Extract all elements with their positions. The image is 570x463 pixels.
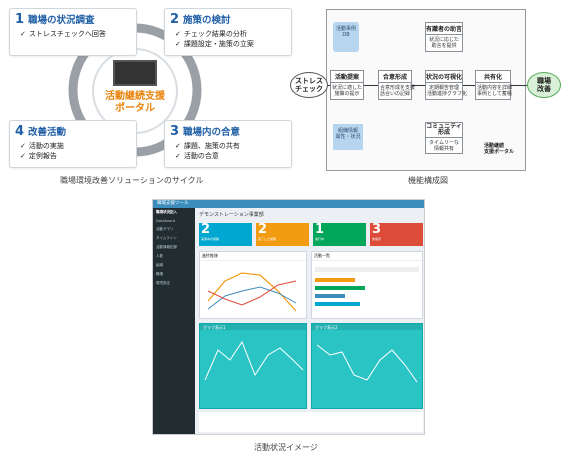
table-row bbox=[315, 294, 345, 298]
box-community: コミュニティ 形成タイムリーな 情報共有 bbox=[425, 122, 463, 154]
step-title: 職場の状況調査 bbox=[28, 15, 95, 26]
step-title: 改善活動 bbox=[28, 127, 67, 138]
page-title: デモンストレーション事業部 bbox=[199, 212, 264, 218]
sidebar-item[interactable]: 職場状況記入 bbox=[156, 210, 177, 214]
table-row bbox=[315, 302, 360, 306]
box-consensus: 合意形成合意形成を支援 話合いの記録 bbox=[378, 70, 416, 100]
step-item: 活動の合意 bbox=[175, 151, 291, 161]
box-body: 合意形成を支援 話合いの記録 bbox=[380, 85, 416, 97]
card-label: 完了した施策 bbox=[258, 237, 277, 241]
dashboard-image: 職場支援ツール 職場状況記入 Dashboard 活動サマリ タイムライン 活動… bbox=[152, 199, 425, 435]
box-advice: 有識者の助言状況に応じた 助言を提供 bbox=[425, 22, 463, 52]
app-header: 職場支援ツール bbox=[153, 200, 424, 208]
step-number: 1 bbox=[15, 12, 25, 27]
table-row bbox=[315, 278, 355, 282]
sidebar-item[interactable]: 人数 bbox=[156, 254, 163, 258]
box-proposal: 活動提案状況に適した 施策の提示 bbox=[330, 70, 364, 100]
app-title: 職場支援ツール bbox=[157, 201, 189, 206]
box-share: 共有化活動内容を詳細 事例として蓄積 bbox=[475, 70, 513, 100]
sidebar-item[interactable]: タイムライン bbox=[156, 236, 177, 240]
box-body: 状況に適した 施策の提示 bbox=[332, 85, 363, 97]
sidebar-item[interactable]: 活動サマリ bbox=[156, 227, 174, 231]
improvement-node: 職場 改善 bbox=[527, 72, 561, 98]
footer-gauges bbox=[199, 412, 423, 432]
graph-panel-1: グラフ表示1 bbox=[199, 323, 307, 409]
monitor-icon bbox=[113, 60, 157, 86]
sidebar-item[interactable]: 環境設定 bbox=[156, 281, 170, 285]
dashboard-caption: 活動状況イメージ bbox=[254, 443, 318, 452]
box-body: 活動内容を詳細 事例として蓄積 bbox=[477, 85, 513, 97]
box-title: 共有化 bbox=[476, 71, 510, 83]
sidebar-item[interactable]: 活動情報記録 bbox=[156, 245, 177, 249]
table-row bbox=[315, 267, 419, 272]
step-number: 4 bbox=[15, 124, 25, 139]
cycle-caption: 職場環境改善ソリューションのサイクル bbox=[60, 176, 204, 185]
box-title: コミュニティ 形成 bbox=[426, 123, 462, 138]
step-number: 3 bbox=[170, 124, 180, 139]
activity-panel: 活動一覧 bbox=[311, 251, 423, 319]
teal-chart-2 bbox=[316, 344, 418, 383]
box-body: 状況に応じた 助言を提供 bbox=[428, 37, 459, 49]
card-label: 実施中の施策 bbox=[201, 237, 220, 241]
step-title: 施策の検討 bbox=[183, 15, 231, 26]
box-body: タイムリーな 情報共有 bbox=[429, 140, 459, 152]
panel-title: グラフ表示1 bbox=[200, 324, 306, 330]
portal-title: 活動継続支援 ポータル bbox=[105, 91, 165, 114]
box-title: 状況の可視化 bbox=[426, 71, 462, 83]
card-label: 進行中 bbox=[315, 237, 325, 241]
diagram-caption: 機能構成図 bbox=[408, 176, 448, 185]
box-visualize: 状況の可視化定期報告管理 活動進捗グラフ化 bbox=[425, 70, 468, 100]
sidebar-item[interactable]: 組織 bbox=[156, 263, 163, 267]
box-title: 活動提案 bbox=[331, 71, 363, 83]
sidebar-item[interactable]: 職場 bbox=[156, 272, 163, 276]
panel-title: 活動一覧 bbox=[312, 252, 422, 261]
sidebar: 職場状況記入 Dashboard 活動サマリ タイムライン 活動情報記録 人数 … bbox=[153, 208, 195, 434]
panel-title: 進捗推移 bbox=[200, 252, 306, 261]
card-value: 1 bbox=[315, 222, 325, 237]
panel-title: グラフ表示2 bbox=[312, 324, 422, 330]
card-value: 2 bbox=[201, 222, 211, 237]
card-label: 未着手 bbox=[372, 237, 382, 241]
progress-panel: 進捗推移 bbox=[199, 251, 307, 319]
step-item: ストレスチェックへ回答 bbox=[20, 29, 136, 39]
card-value: 3 bbox=[372, 222, 382, 237]
case-db: 活動事例 DB bbox=[333, 22, 359, 52]
stresscheck-node: ストレス チェック bbox=[290, 72, 328, 98]
step-item: 活動の実施 bbox=[20, 141, 136, 151]
step-item: 課題設定・施策の立案 bbox=[175, 39, 291, 49]
step-item: 課題、施策の共有 bbox=[175, 141, 291, 151]
line-chart bbox=[207, 272, 297, 312]
box-title: 有識者の助言 bbox=[426, 23, 462, 35]
step-item: チェック結果の分析 bbox=[175, 29, 291, 39]
step-item: 定例報告 bbox=[20, 151, 136, 161]
org-info: 組織情報 属性・状況 bbox=[333, 124, 363, 150]
portal-label: 活動継続 支援ポータル bbox=[484, 143, 515, 155]
sidebar-item[interactable]: Dashboard bbox=[156, 219, 175, 223]
teal-chart-1 bbox=[204, 340, 304, 381]
box-body: 定期報告管理 活動進捗グラフ化 bbox=[427, 85, 468, 97]
step-number: 2 bbox=[170, 12, 180, 27]
table-row bbox=[315, 286, 365, 290]
graph-panel-2: グラフ表示2 bbox=[311, 323, 423, 409]
step-title: 職場内の合意 bbox=[183, 127, 241, 138]
card-value: 2 bbox=[258, 222, 268, 237]
box-title: 合意形成 bbox=[379, 71, 411, 83]
